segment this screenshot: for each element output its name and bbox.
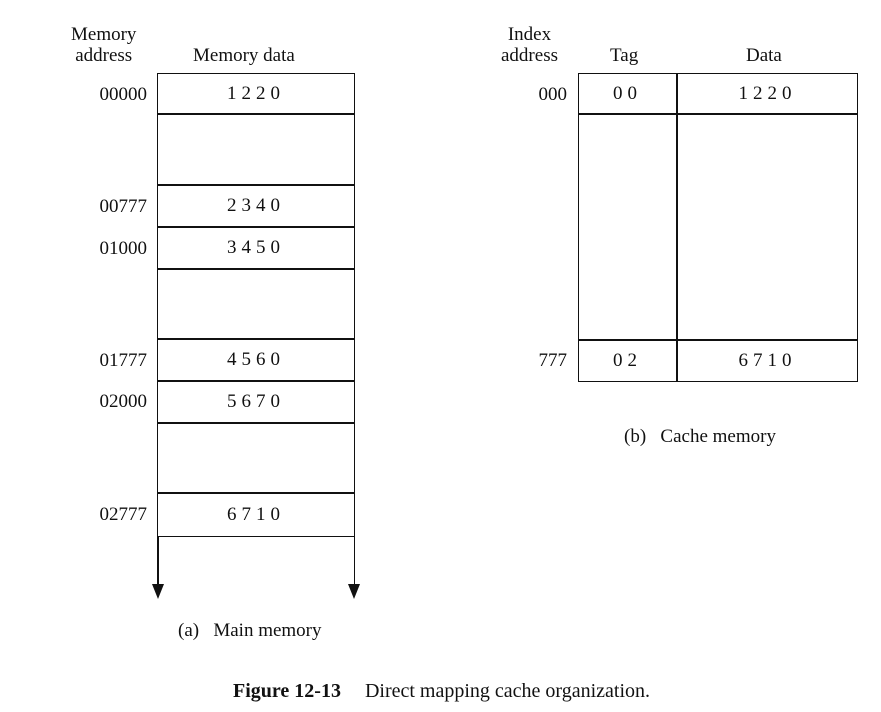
memory-cell: 6710 [157, 492, 355, 537]
memory-cell: 2340 [157, 184, 355, 228]
memory-cell: 4560 [157, 338, 355, 382]
address-02777: 02777 [99, 504, 148, 525]
memory-gap [157, 268, 355, 340]
cache-table [578, 73, 858, 382]
data-header: Data [746, 45, 782, 66]
address-02000: 02000 [99, 391, 148, 412]
cache-memory-caption: (b) Cache memory [624, 426, 776, 447]
cache-column-divider [676, 73, 678, 382]
memory-cell: 5670 [157, 380, 355, 424]
cache-tag-cell: 00 [613, 82, 642, 104]
tag-header: Tag [610, 45, 639, 66]
down-arrow-icon [348, 584, 360, 599]
cache-data-cell: 1220 [738, 82, 797, 104]
memory-continuation-right [353, 536, 355, 588]
cache-tag-cell: 02 [613, 350, 642, 371]
address-00777: 00777 [99, 196, 148, 217]
memory-cell: 1220 [157, 73, 355, 115]
figure-label: Figure 12-13 [233, 680, 341, 702]
down-arrow-icon [152, 584, 164, 599]
memory-continuation-left [157, 536, 159, 588]
figure-title: Direct mapping cache organization. [364, 680, 651, 702]
main-memory-caption: (a) Main memory [178, 620, 322, 641]
memory-cell: 3450 [157, 226, 355, 270]
memory-data-header: Memory data [193, 45, 295, 66]
figure-caption: Figure 12-13 Direct mapping cache organi… [233, 680, 650, 703]
memory-gap [157, 422, 355, 494]
index-000: 000 [538, 84, 568, 105]
memory-gap [157, 113, 355, 186]
cache-data-cell: 6710 [738, 350, 797, 371]
index-address-header: Index address [501, 24, 558, 66]
cache-row-divider [578, 113, 858, 115]
cache-row-divider [578, 339, 858, 341]
address-01000: 01000 [99, 238, 148, 259]
index-777: 777 [538, 350, 568, 371]
memory-address-header: Memory address [71, 24, 137, 66]
address-01777: 01777 [99, 350, 148, 371]
address-00000: 00000 [99, 84, 148, 105]
